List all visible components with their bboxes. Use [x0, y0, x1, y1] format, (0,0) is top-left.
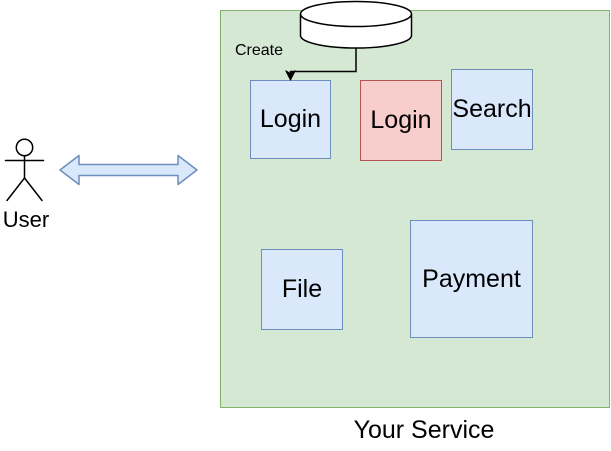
- bidirectional-arrow: [59, 154, 198, 186]
- node-file-label: File: [281, 275, 323, 303]
- service-boundary-label: Your Service: [353, 416, 495, 444]
- node-payment: Payment: [410, 220, 533, 338]
- node-login-red-label: Login: [370, 106, 432, 134]
- node-login-blue: Login: [250, 80, 331, 159]
- node-search: Search: [451, 69, 533, 150]
- node-payment-label: Payment: [422, 264, 521, 293]
- service-boundary-box: [220, 10, 610, 408]
- user-actor-label: User: [2, 207, 50, 232]
- create-connector-label: Create: [235, 42, 284, 59]
- user-actor-figure: [4, 138, 45, 202]
- node-search-label: Search: [452, 95, 532, 123]
- node-login-blue-label: Login: [259, 105, 322, 133]
- node-file: File: [261, 249, 343, 330]
- node-login-red: Login: [360, 80, 442, 161]
